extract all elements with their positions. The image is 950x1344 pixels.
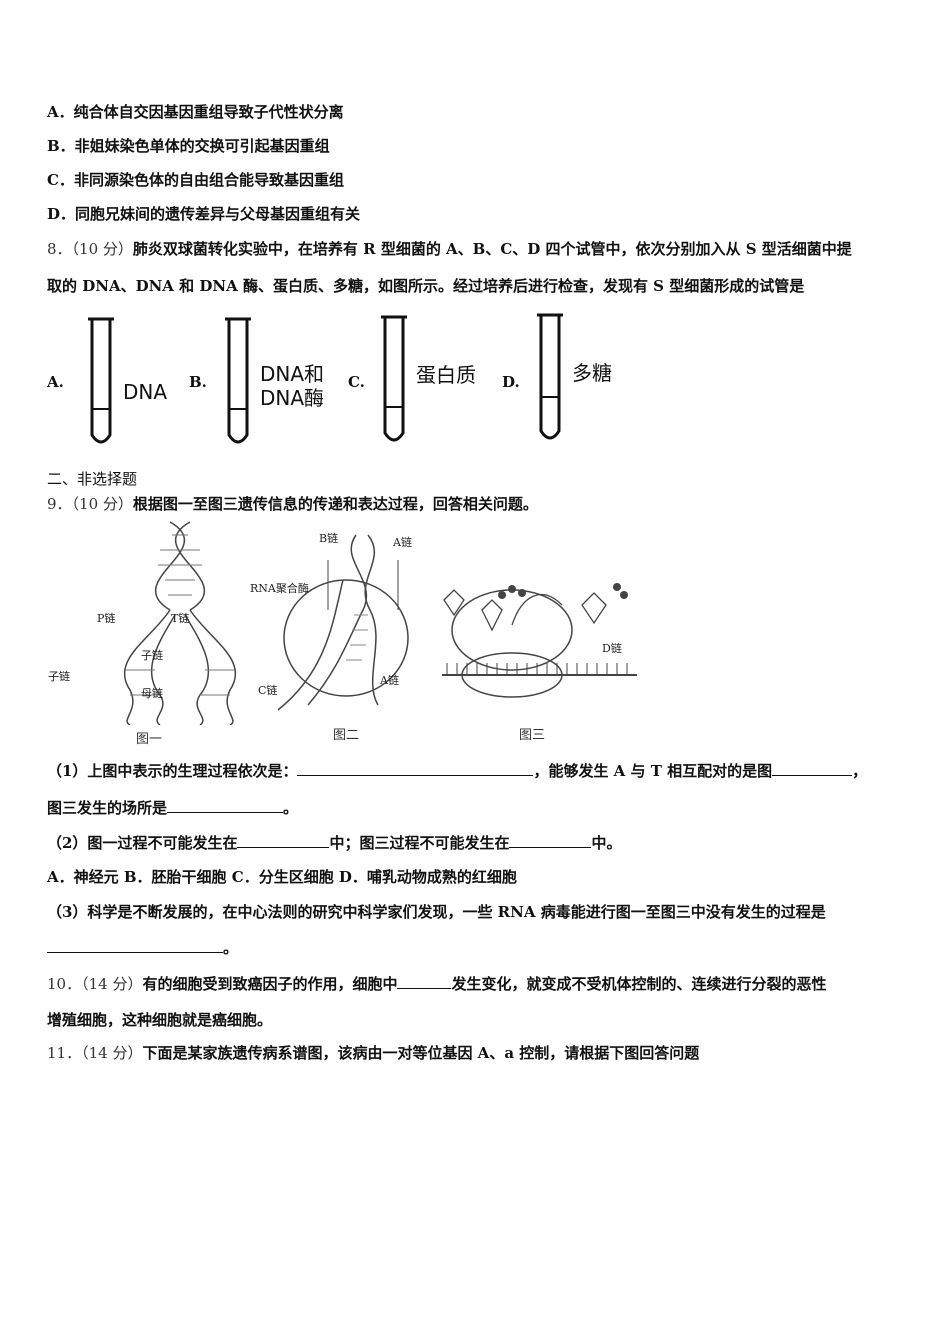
answer-blank[interactable] <box>47 938 223 953</box>
q8-test-tubes-figure: A. DNA B. DNA和 DNA酶 C. 蛋白质 D. 多糖 <box>0 305 950 455</box>
fig2-b-chain-label: B链 <box>319 532 339 545</box>
q10-line1: 10．（14 分）有的细胞受到致癌因子的作用，细胞中 发生变化，就变成不受机体控制… <box>47 974 826 994</box>
fig2-rna-polymerase-label: RNA聚合酶 <box>250 582 309 595</box>
answer-blank[interactable] <box>167 798 284 813</box>
q9-sub1-text-e: 。 <box>283 799 299 817</box>
answer-blank[interactable] <box>772 761 853 776</box>
q9-sub2-text-c: 中。 <box>591 834 622 852</box>
q11-number: 11． <box>47 1044 82 1062</box>
fig1-child-chain-label-2: 子链 <box>48 670 70 683</box>
q9-sub1-text-b: ，能够发生 A 与 T 相互配对的是图 <box>533 762 773 780</box>
translation-figure <box>442 583 637 698</box>
section-title: 二、非选择题 <box>47 470 138 488</box>
q7-option-a: A．纯合体自交因基因重组导致子代性状分离 <box>47 103 344 121</box>
q7-option-c: C．非同源染色体的自由组合能导致基因重组 <box>47 171 344 189</box>
q9-sub1-text-a: （1）上图中表示的生理过程依次是： <box>47 762 298 780</box>
fig2-a-chain-label: A链 <box>393 536 412 549</box>
q8-stem-line1: 8．（10 分）肺炎双球菌转化实验中，在培养有 R 型细菌的 A、B、C、D 四… <box>47 239 852 259</box>
q8-tube-c-label: C. <box>348 373 365 391</box>
q8-tube-c-text: 蛋白质 <box>416 363 476 387</box>
q9-number: 9． <box>47 495 72 513</box>
q10-text-a: 有的细胞受到致癌因子的作用，细胞中 <box>142 975 398 993</box>
fig2-caption: 图二 <box>333 728 360 743</box>
q9-score: （10 分） <box>71 495 133 513</box>
q8-tube-d-label: D. <box>502 373 520 391</box>
test-tube-b-icon <box>225 317 251 444</box>
q9-sub2-text-b: 中；图三过程不可能发生在 <box>329 834 510 852</box>
q11-score: （14 分） <box>81 1044 143 1062</box>
q9-sub1-text-d: 图三发生的场所是 <box>47 799 168 817</box>
q9-sub3-line1: （3）科学是不断发展的，在中心法则的研究中科学家们发现，一些 RNA 病毒能进行… <box>47 903 826 921</box>
q10-line2: 增殖细胞，这种细胞就是癌细胞。 <box>47 1011 273 1029</box>
fig3-caption: 图三 <box>519 728 546 743</box>
q11-text: 下面是某家族遗传病系谱图，该病由一对等位基因 A、a 控制，请根据下图回答问题 <box>142 1044 700 1062</box>
q8-text-line2: 取的 DNA、DNA 和 DNA 酶、蛋白质、多糖，如图所示。经过培养后进行检查… <box>47 277 805 295</box>
q10-number: 10． <box>47 975 82 993</box>
answer-blank[interactable] <box>509 833 592 848</box>
q7-option-d: D．同胞兄妹间的遗传差异与父母基因重组有关 <box>47 205 361 223</box>
q8-tube-a-label: A. <box>47 373 64 391</box>
answer-blank[interactable] <box>397 974 452 989</box>
fig2-a-chain-label-2: A链 <box>380 674 399 687</box>
q8-text-line1: 肺炎双球菌转化实验中，在培养有 R 型细菌的 A、B、C、D 四个试管中，依次分… <box>132 240 852 258</box>
q9-text: 根据图一至图三遗传信息的传递和表达过程，回答相关问题。 <box>132 495 538 513</box>
q9-sub3-text-b: 。 <box>223 939 239 957</box>
q8-tube-d-text: 多糖 <box>572 361 612 385</box>
q9-sub1-line1: （1）上图中表示的生理过程依次是： ，能够发生 A 与 T 相互配对的是图 ， <box>47 761 867 781</box>
fig1-caption: 图一 <box>136 732 163 747</box>
fig1-p-chain-label: P链 <box>97 612 116 625</box>
fig1-child-chain-label: 子链 <box>141 649 163 662</box>
answer-blank[interactable] <box>237 833 330 848</box>
transcription-figure <box>277 534 409 711</box>
q8-number: 8． <box>47 240 72 258</box>
answer-blank[interactable] <box>297 761 534 776</box>
q8-tube-b-text2: DNA酶 <box>260 386 325 410</box>
q9-sub1-line2: 图三发生的场所是 。 <box>47 798 298 818</box>
q7-option-b: B．非姐妹染色单体的交换可引起基因重组 <box>47 137 330 155</box>
q9-sub2-line: （2）图一过程不可能发生在 中；图三过程不可能发生在 中。 <box>47 833 621 853</box>
q8-score: （10 分） <box>71 240 133 258</box>
q10-score: （14 分） <box>81 975 143 993</box>
q9-sub1-text-c: ， <box>852 762 868 780</box>
fig3-d-chain-label: D链 <box>602 642 622 655</box>
q8-tube-b-text1: DNA和 <box>260 362 325 386</box>
q9-sub3-line2: 。 <box>47 938 238 958</box>
q10-text-b: 发生变化，就变成不受机体控制的、连续进行分裂的恶性 <box>451 975 827 993</box>
test-tube-c-icon <box>381 315 407 442</box>
q8-tube-a-text: DNA <box>123 380 168 404</box>
fig1-t-chain-label: T链 <box>171 612 190 625</box>
q9-sub2-options: A．神经元 B．胚胎干细胞 C．分生区细胞 D．哺乳动物成熟的红细胞 <box>47 868 517 886</box>
q9-sub2-text-a: （2）图一过程不可能发生在 <box>47 834 238 852</box>
q11-line: 11．（14 分）下面是某家族遗传病系谱图，该病由一对等位基因 A、a 控制，请… <box>47 1043 699 1063</box>
q9-figures: P链 T链 子链 子链 母链 图一 B链 A链 RNA聚合酶 C链 A链 图二 <box>40 520 660 750</box>
dna-replication-figure <box>123 521 237 725</box>
q8-tube-b-label: B. <box>189 373 207 391</box>
test-tube-a-icon <box>88 317 114 444</box>
test-tube-d-icon <box>537 313 563 440</box>
fig2-c-chain-label: C链 <box>258 684 278 697</box>
q9-stem: 9．（10 分）根据图一至图三遗传信息的传递和表达过程，回答相关问题。 <box>47 494 538 514</box>
fig1-parent-chain-label: 母链 <box>141 687 163 700</box>
